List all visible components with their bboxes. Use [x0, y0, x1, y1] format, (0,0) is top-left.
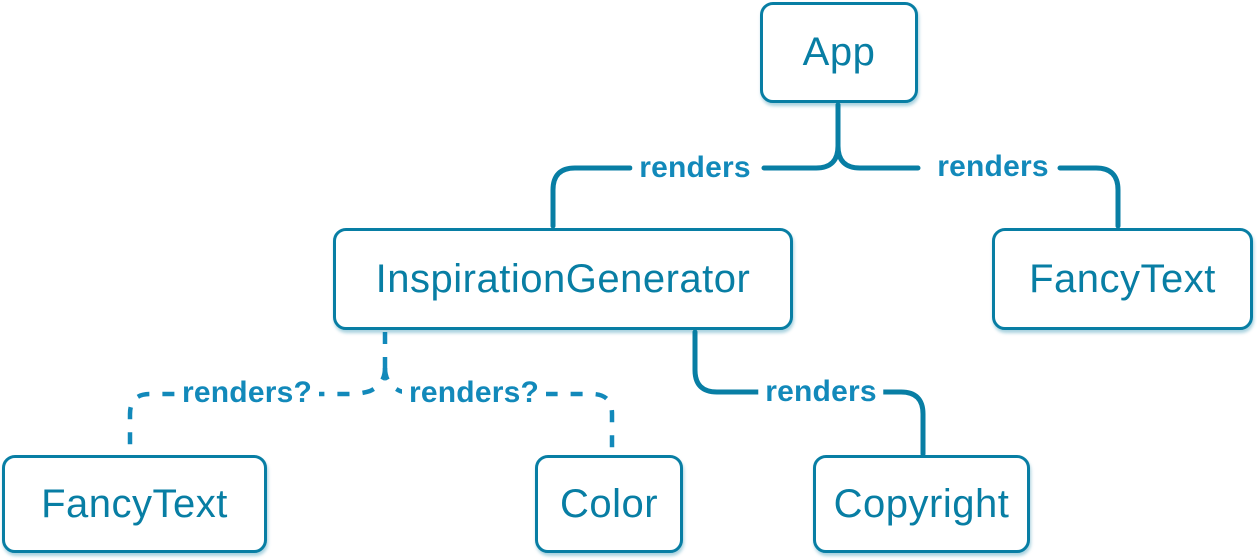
edge-label-renders-question-right: renders?: [402, 376, 546, 410]
node-fancy-text-top-label: FancyText: [1029, 256, 1216, 301]
node-fancy-text-top: FancyText: [992, 228, 1253, 330]
edge-app-to-fancy-text: [835, 102, 1121, 229]
edge-inspiration-generator-to-copyright: [692, 329, 926, 457]
edge-label-renders-app-right: renders: [930, 150, 1056, 184]
node-inspiration-generator-label: InspirationGenerator: [375, 256, 751, 301]
node-fancy-text-bottom: FancyText: [2, 455, 267, 553]
node-app: App: [760, 2, 918, 103]
edge-label-renders-question-left: renders?: [175, 376, 319, 410]
node-color: Color: [535, 455, 683, 553]
node-app-label: App: [802, 30, 876, 74]
node-color-label: Color: [559, 481, 659, 526]
node-inspiration-generator: InspirationGenerator: [333, 228, 793, 330]
node-copyright: Copyright: [813, 455, 1030, 553]
node-copyright-label: Copyright: [833, 481, 1010, 526]
node-fancy-text-bottom-label: FancyText: [41, 481, 228, 526]
edge-label-renders-copyright: renders: [758, 375, 884, 409]
edge-label-renders-app-left: renders: [632, 151, 758, 185]
